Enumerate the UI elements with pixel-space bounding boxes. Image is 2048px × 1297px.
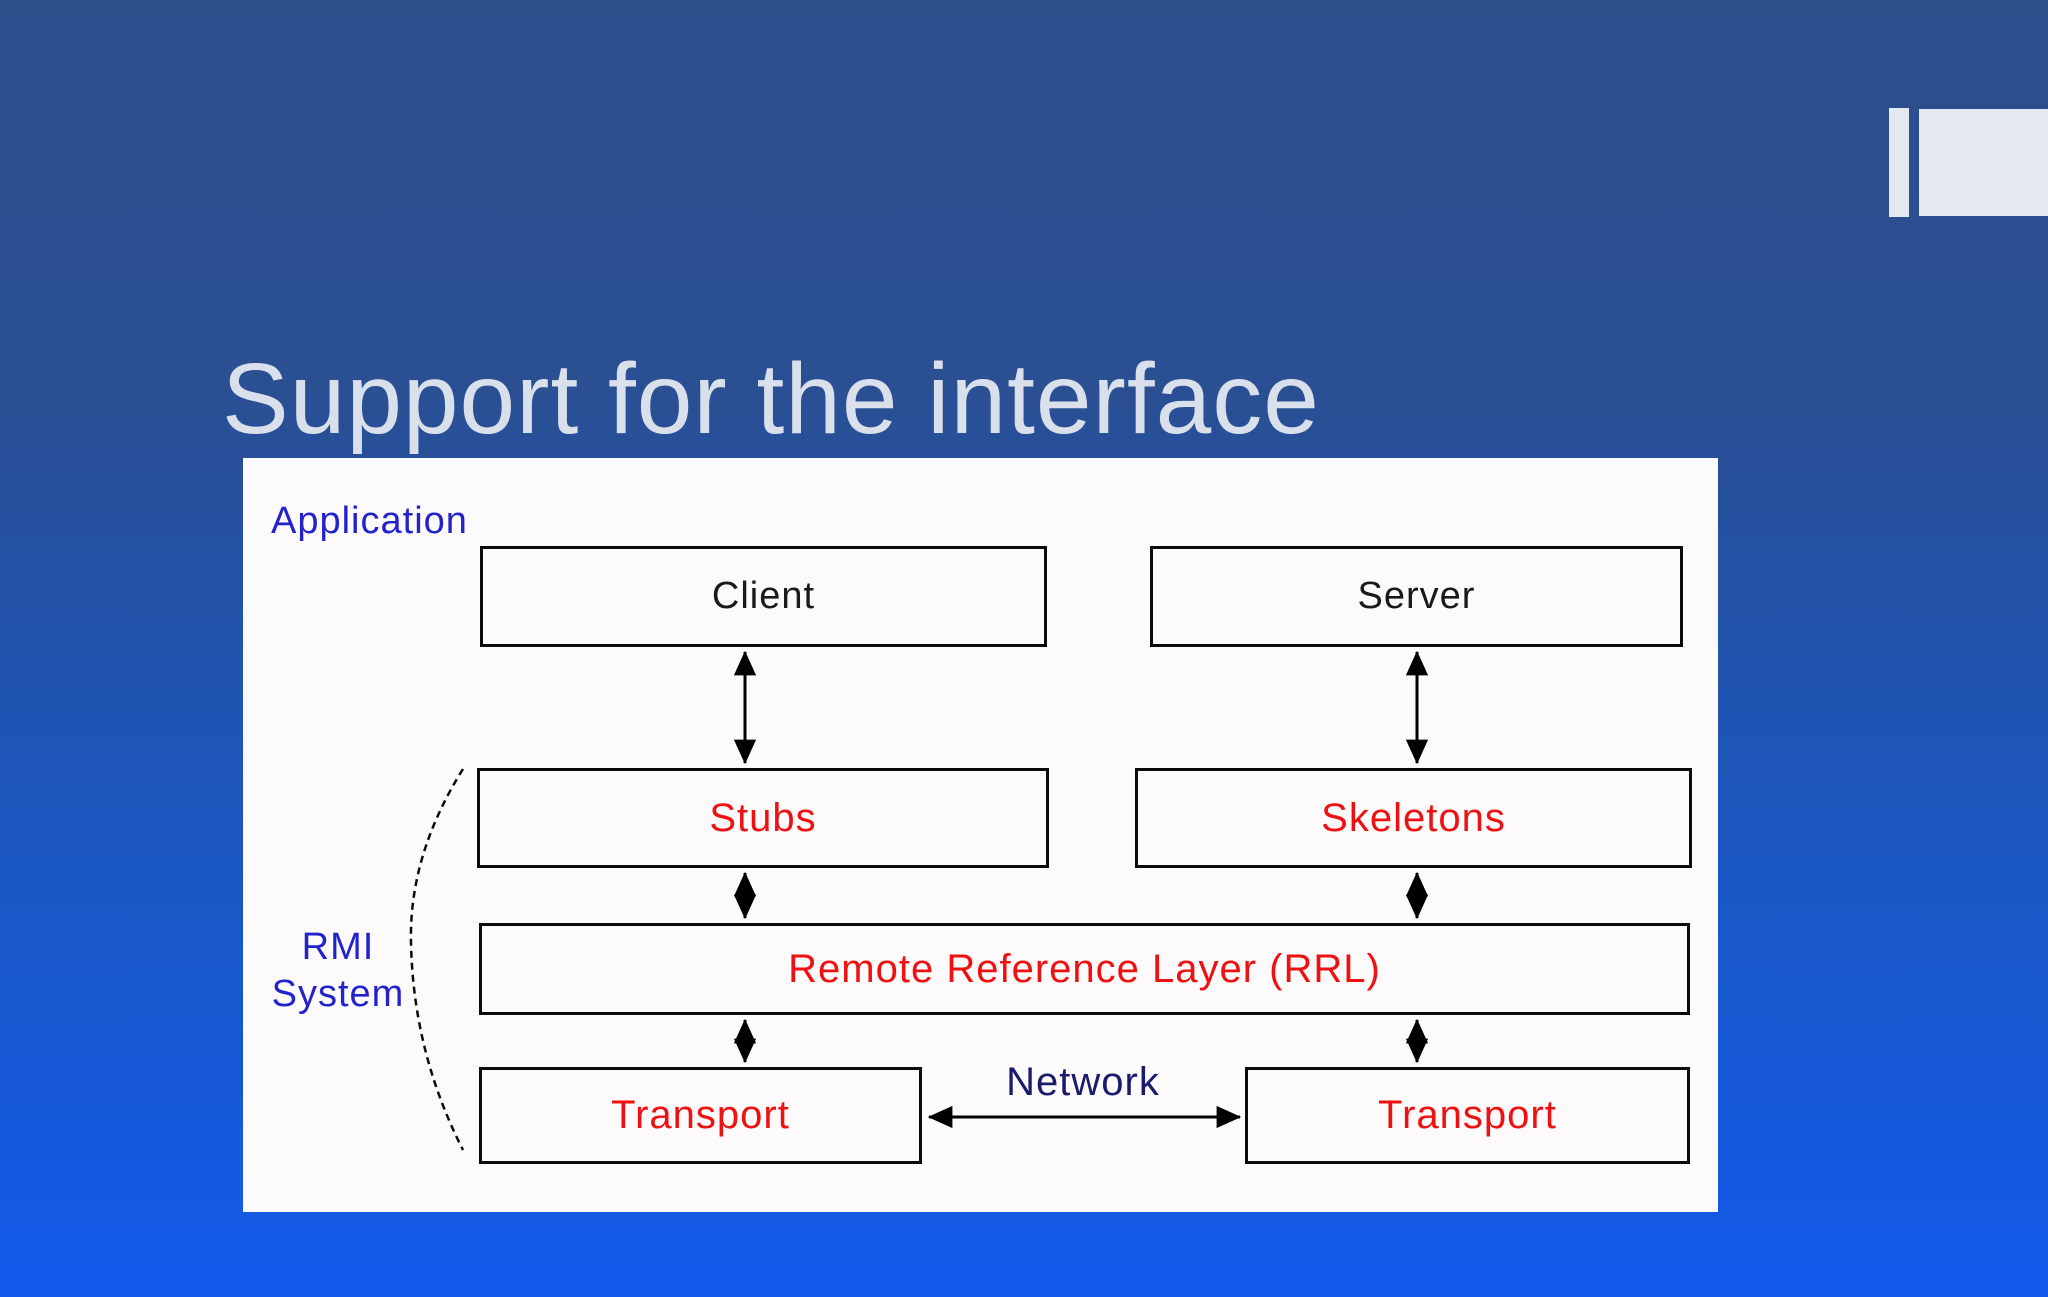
network-label: Network	[1006, 1060, 1160, 1104]
rmi-system-brace-icon	[409, 768, 465, 1151]
stubs-box: Stubs	[477, 768, 1049, 868]
decor-bar-thin	[1889, 108, 1909, 217]
skeletons-box-label: Skeletons	[1321, 795, 1506, 840]
diagram-connectors	[409, 650, 1429, 1151]
transport-left-box: Transport	[479, 1067, 922, 1164]
decor-bar-wide	[1919, 109, 2048, 216]
transport-right-box-label: Transport	[1378, 1093, 1557, 1137]
client-box: Client	[480, 546, 1047, 647]
transport-right-box: Transport	[1245, 1067, 1690, 1164]
skeletons-box: Skeletons	[1135, 768, 1692, 868]
slide-title: Support for the interface	[222, 343, 1320, 455]
rmi-architecture-diagram: Application RMI System Client Server Stu…	[243, 458, 1718, 1212]
remote-reference-layer-box: Remote Reference Layer (RRL)	[479, 923, 1690, 1015]
rmi-system-label: RMI System	[249, 924, 427, 1018]
server-box-label: Server	[1357, 575, 1476, 617]
client-box-label: Client	[711, 575, 816, 617]
application-label: Application	[271, 500, 468, 542]
remote-reference-layer-box-label: Remote Reference Layer (RRL)	[788, 946, 1381, 991]
rmi-system-label-line2: System	[271, 973, 405, 1015]
rmi-system-label-line1: RMI	[301, 926, 375, 968]
server-box: Server	[1150, 546, 1683, 647]
stubs-box-label: Stubs	[709, 795, 817, 840]
transport-left-box-label: Transport	[611, 1093, 790, 1137]
